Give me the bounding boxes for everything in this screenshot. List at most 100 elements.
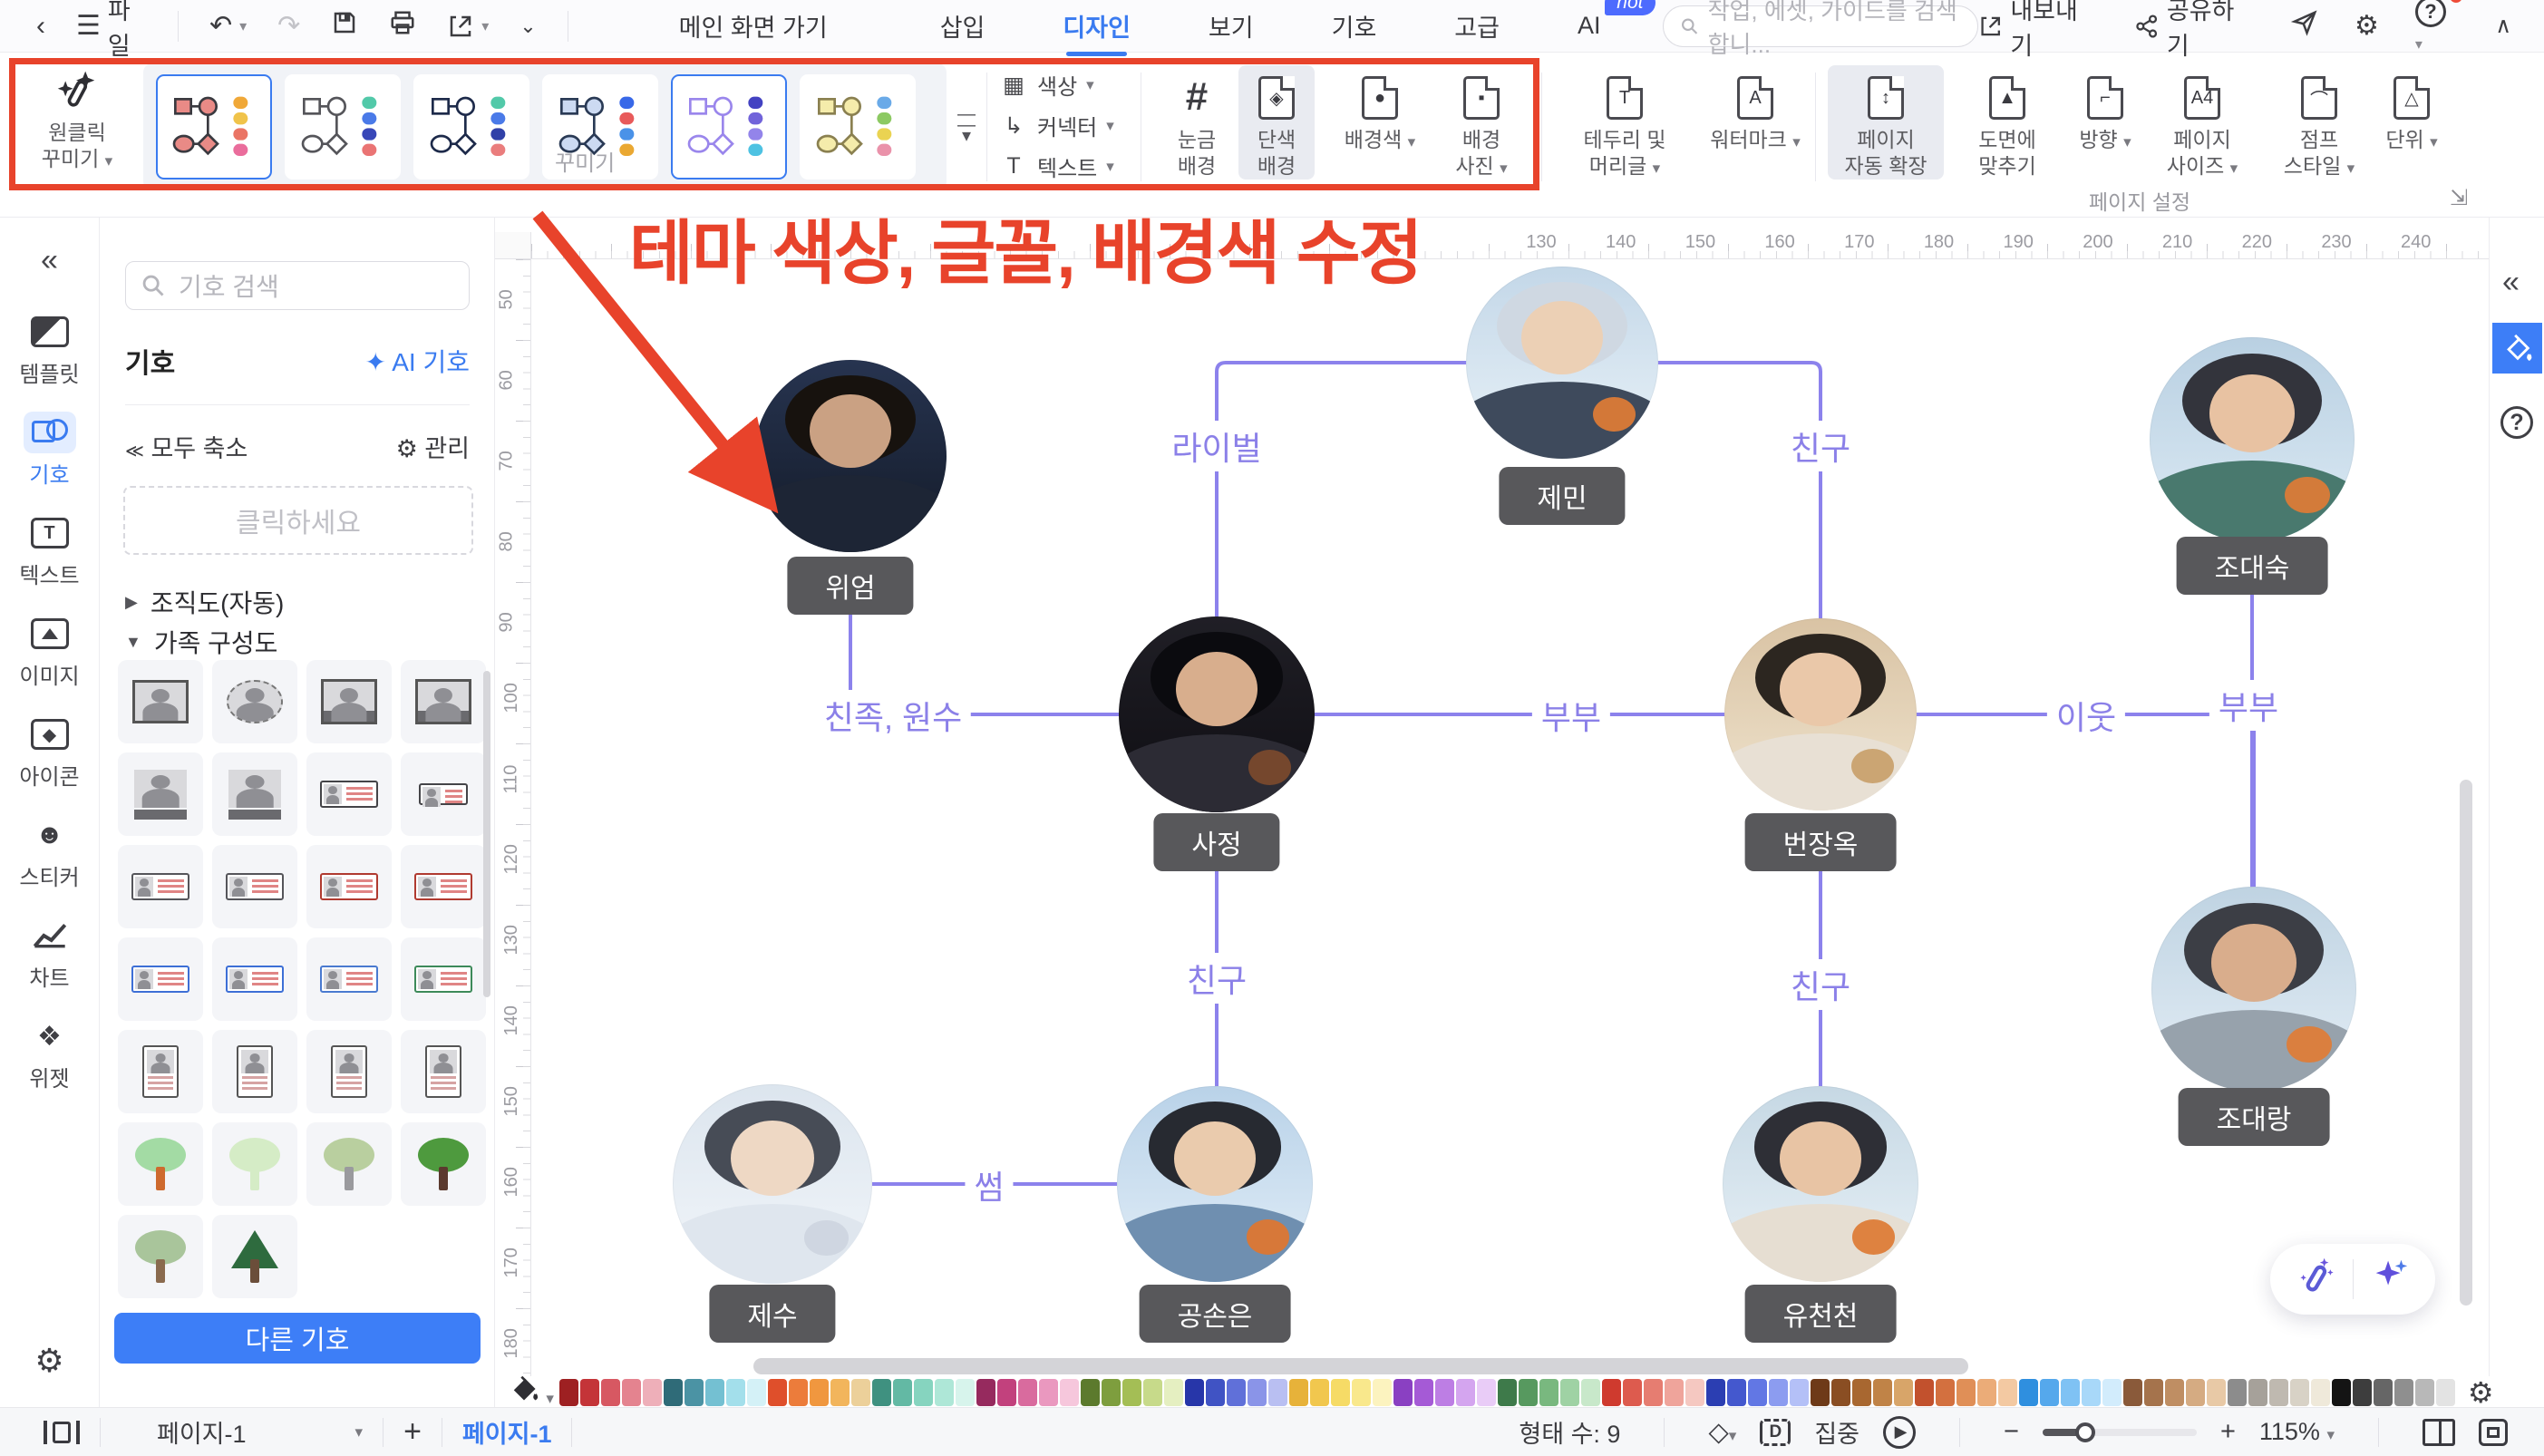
swatch-#8a94e8[interactable]	[1247, 1379, 1267, 1406]
symbol-thumb-10[interactable]	[212, 845, 297, 928]
undo-button[interactable]: ↶ ▾	[209, 10, 247, 42]
swatch-#a3dfeb[interactable]	[725, 1379, 745, 1406]
edge-label-jemin-sajeong[interactable]: 라이벌	[1162, 421, 1271, 471]
swatch-#eeafb9[interactable]	[642, 1379, 662, 1406]
swatch-#e67d71[interactable]	[1643, 1379, 1663, 1406]
symbol-thumb-19[interactable]	[306, 1030, 392, 1113]
page-tab-active[interactable]: 페이지-1	[461, 1421, 552, 1448]
swatch-#6e3a18[interactable]	[1810, 1379, 1830, 1406]
symbol-thumb-13[interactable]	[118, 937, 203, 1021]
swatch-#d8d2c6[interactable]	[2289, 1379, 2309, 1406]
send-icon[interactable]	[2290, 9, 2318, 44]
swatch-#efa49b[interactable]	[1664, 1379, 1684, 1406]
swatch-#2736a9[interactable]	[1184, 1379, 1204, 1406]
swatch-#8a40c2[interactable]	[1393, 1379, 1413, 1406]
swatch-#2f8fdf[interactable]	[2018, 1379, 2038, 1406]
swatch-#f5c8c1[interactable]	[1685, 1379, 1704, 1406]
swatch-#df4f2b[interactable]	[767, 1379, 787, 1406]
swatch-#e7b23a[interactable]	[1288, 1379, 1308, 1406]
swatch-#9fd2a4[interactable]	[1559, 1379, 1579, 1406]
symbol-search-input[interactable]: 기호 검색	[125, 261, 470, 310]
swatch-#cf3a2e[interactable]	[1601, 1379, 1621, 1406]
swatch-#b9bff2[interactable]	[1267, 1379, 1287, 1406]
page-settings-expand-icon[interactable]: ⇲	[2450, 186, 2469, 210]
symbol-thumb-25[interactable]	[118, 1215, 203, 1298]
fill-format-panel-button[interactable]	[2492, 323, 2542, 374]
symbol-thumb-6[interactable]	[212, 752, 297, 836]
swatch-#f1c74e[interactable]	[1309, 1379, 1329, 1406]
symbol-thumb-16[interactable]	[401, 937, 486, 1021]
symbol-thumb-9[interactable]	[118, 845, 203, 928]
swatch-#e4838f[interactable]	[621, 1379, 641, 1406]
symbol-thumb-26[interactable]	[212, 1215, 297, 1298]
swatch-#4053c4[interactable]	[1205, 1379, 1225, 1406]
배경색-button[interactable]: ● 배경색 ▾	[1333, 65, 1427, 153]
swatch-#c2512d[interactable]	[1914, 1379, 1934, 1406]
back-icon[interactable]: ‹	[36, 10, 45, 41]
swatch-#55a8ec[interactable]	[2039, 1379, 2059, 1406]
symbol-thumb-12[interactable]	[401, 845, 486, 928]
symbol-thumb-8[interactable]	[401, 752, 486, 836]
home-link[interactable]: 메인 화면 가기	[678, 15, 828, 42]
swatch-#aee7d7[interactable]	[934, 1379, 954, 1406]
swatch-#f6db66[interactable]	[1330, 1379, 1350, 1406]
swatch-#d96b9e[interactable]	[1017, 1379, 1037, 1406]
symbol-thumb-11[interactable]	[306, 845, 392, 928]
fit-screen-icon[interactable]	[2479, 1418, 2508, 1446]
node-avatar-jodaesuk[interactable]	[2150, 337, 2355, 542]
tab-보기[interactable]: 보기	[1208, 15, 1254, 42]
swatch-#8a4e23[interactable]	[1830, 1379, 1850, 1406]
swatch-#bf8e63[interactable]	[2164, 1379, 2184, 1406]
horizontal-scrollbar[interactable]	[753, 1358, 1968, 1374]
swatch-#e8c9a6[interactable]	[2206, 1379, 2226, 1406]
sidebar-item-템플릿[interactable]: 템플릿	[6, 311, 93, 388]
symbol-thumb-22[interactable]	[212, 1122, 297, 1206]
more-symbols-button[interactable]: 다른 기호	[114, 1313, 481, 1364]
layers-icon[interactable]: ◇▾	[1708, 1418, 1737, 1447]
swatch-#e3e3e3[interactable]	[2435, 1379, 2455, 1406]
swatch-#a6a19a[interactable]	[2248, 1379, 2267, 1406]
swatch-#bd7ee4[interactable]	[1434, 1379, 1454, 1406]
swatch-#d3703f[interactable]	[1935, 1379, 1955, 1406]
swatch-#7fc2f4[interactable]	[2060, 1379, 2080, 1406]
quick-share-button[interactable]: ▾	[447, 13, 489, 40]
symbol-drop-area[interactable]: 클릭하세요	[123, 486, 473, 555]
swatch-#2b3eb2[interactable]	[1705, 1379, 1725, 1406]
swatch-#c43438[interactable]	[579, 1379, 599, 1406]
edge-label-beonjangok-jodaerang[interactable]: 이웃	[2046, 690, 2126, 741]
edge-jemin-sajeong[interactable]	[1215, 361, 1467, 616]
export-button[interactable]: 내보내기	[1978, 0, 2099, 62]
magic-wand-button[interactable]	[2280, 1254, 2353, 1305]
presentation-play-icon[interactable]: ▶	[1883, 1415, 1916, 1449]
색상-button[interactable]: ▦색상▾	[999, 69, 1114, 101]
swatch-#b8b8b8[interactable]	[2414, 1379, 2434, 1406]
swatch-#fcf3bf[interactable]	[1372, 1379, 1392, 1406]
node-avatar-wiyeom[interactable]	[754, 360, 947, 552]
커넥터-button[interactable]: ↳커넥터▾	[999, 110, 1114, 141]
symbol-thumb-24[interactable]	[401, 1122, 486, 1206]
sidebar-item-스티커[interactable]: ☻스티커	[6, 814, 93, 891]
tab-기호[interactable]: 기호	[1331, 15, 1377, 42]
swatch-#6277e4[interactable]	[1747, 1379, 1767, 1406]
swatch-#79b87f[interactable]	[1539, 1379, 1558, 1406]
zoom-slider[interactable]	[2042, 1422, 2197, 1442]
node-label-wiyeom[interactable]: 위엄	[787, 557, 914, 615]
단위-button[interactable]: △ 단위 ▾	[2377, 65, 2446, 153]
symbol-thumb-14[interactable]	[212, 937, 297, 1021]
swatch-#3d3d3d[interactable]	[2352, 1379, 2372, 1406]
swatch-#666666[interactable]	[2373, 1379, 2393, 1406]
swatch-#dd5b4e[interactable]	[1622, 1379, 1642, 1406]
panel-collapse-icon[interactable]: «	[41, 243, 58, 277]
swatch-#8c9cf0[interactable]	[1768, 1379, 1788, 1406]
sidebar-item-차트[interactable]: 차트	[6, 915, 93, 992]
section-orgchart[interactable]: ▶ 조직도(자동)	[125, 589, 285, 617]
swatch-#8c8c8c[interactable]	[2227, 1379, 2247, 1406]
edge-label-sajeong-beonjangok[interactable]: 부부	[1531, 690, 1611, 741]
node-label-jodaesuk[interactable]: 조대숙	[2176, 537, 2328, 595]
tab-디자인[interactable]: 디자인	[1061, 1, 1132, 56]
section-family-tree[interactable]: ▼ 가족 구성도	[125, 629, 278, 657]
edge-label-jesu-gongsoneun[interactable]: 썸	[965, 1160, 1014, 1210]
